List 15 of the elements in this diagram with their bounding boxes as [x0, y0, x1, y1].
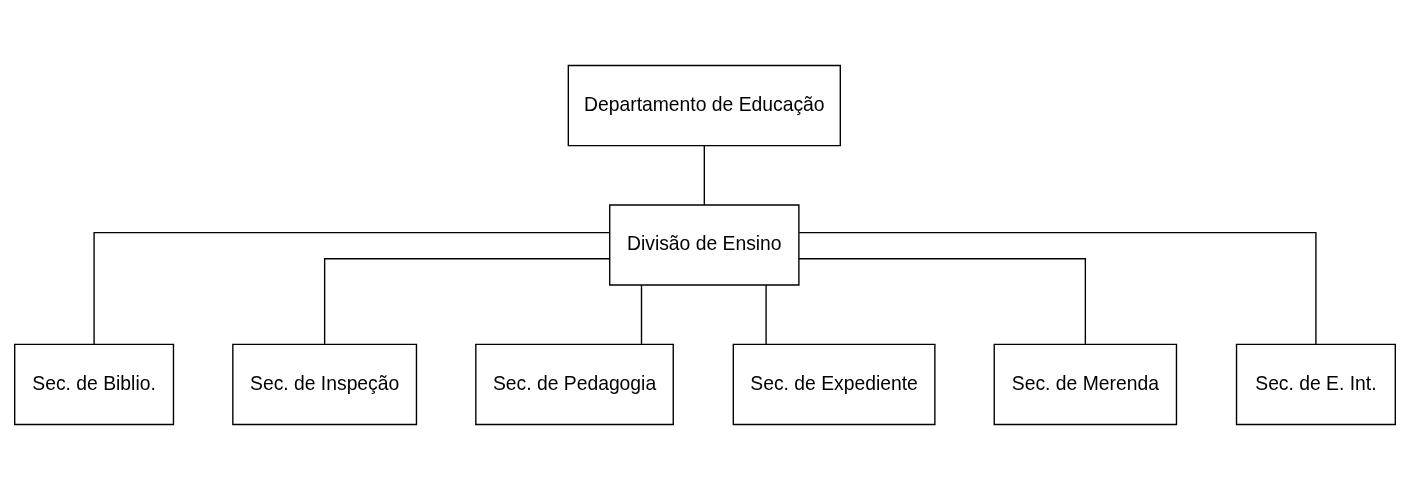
node-box: Sec. de Pedagogia	[475, 343, 674, 425]
connector	[640, 284, 643, 345]
connector	[323, 257, 611, 345]
node-box: Sec. de Expediente	[732, 343, 936, 425]
connector	[798, 231, 1317, 345]
connector	[703, 144, 705, 205]
node-box: Divisão de Ensino	[609, 203, 800, 286]
connector	[798, 257, 1087, 345]
node-box: Sec. de Biblio.	[14, 343, 175, 425]
connector	[765, 284, 767, 345]
connector	[93, 231, 611, 345]
node-box: Sec. de Inspeção	[232, 343, 418, 425]
node-box: Departamento de Educação	[567, 64, 841, 146]
node-box: Sec. de Merenda	[993, 343, 1178, 425]
node-box: Sec. de E. Int.	[1235, 343, 1396, 425]
